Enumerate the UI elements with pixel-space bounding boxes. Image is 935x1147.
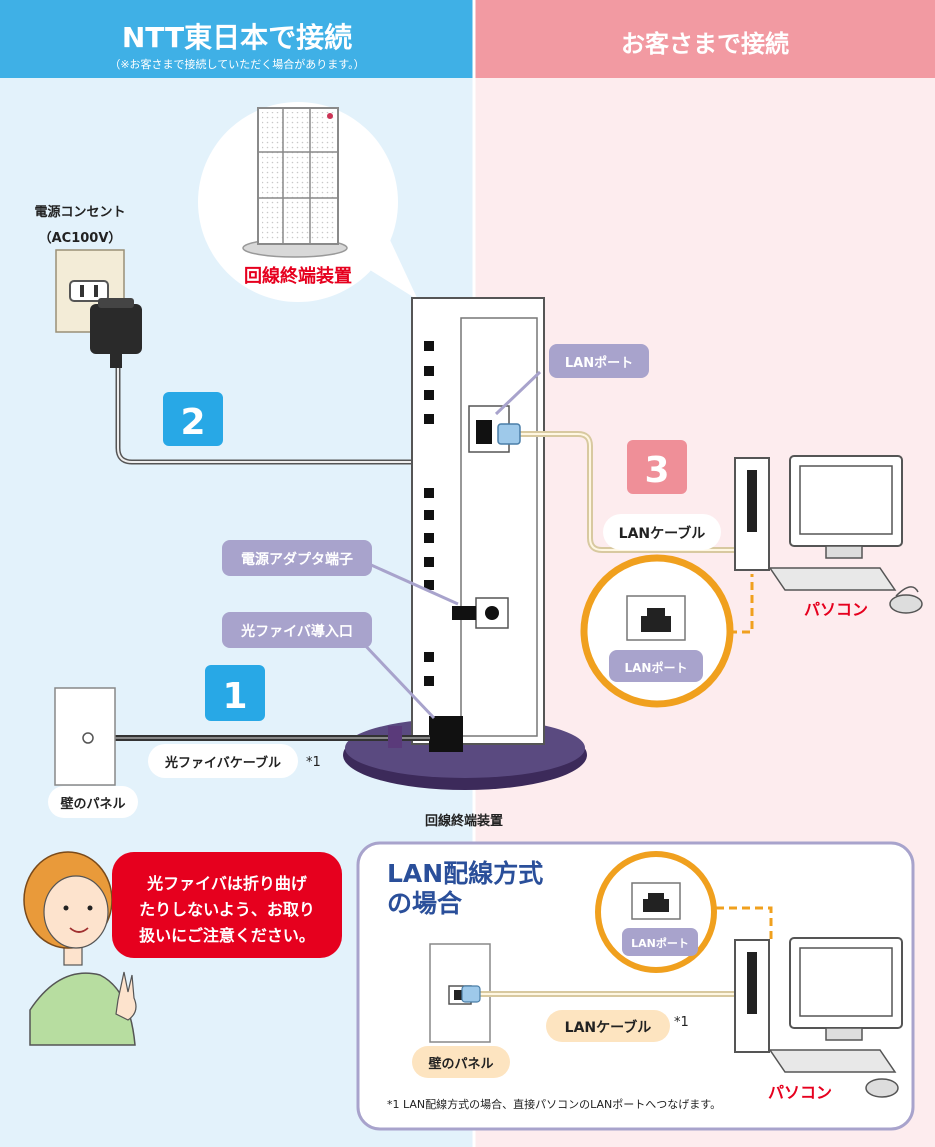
lan-box-cable-label: [546, 1010, 670, 1042]
left-header-bar: [0, 0, 473, 78]
ont-bubble-label: 回線終端装置: [244, 265, 352, 287]
svg-text:LANポート: LANポート: [565, 355, 633, 371]
power-terminal-label: [222, 540, 372, 576]
svg-text:光ファイバケーブル: 光ファイバケーブル: [164, 755, 281, 771]
fiber-cable-label: [148, 744, 298, 778]
lan-port-label: [549, 344, 649, 378]
ont-device-image: [242, 107, 348, 258]
lan-box-pc-illustration: [734, 937, 903, 1098]
outlet-voltage: （AC100V）: [39, 230, 122, 246]
right-header-title: お客さまで接続: [621, 30, 789, 58]
ont-under-label: 回線終端装置: [425, 813, 503, 829]
pc-label: パソコン: [804, 600, 868, 619]
left-header-title: NTT東日本で接続: [122, 21, 352, 54]
lan-box-wall-label: [412, 1046, 510, 1078]
right-header-bar: [475, 0, 935, 78]
svg-text:3: 3: [644, 450, 669, 491]
step-1-badge: 1: [205, 665, 265, 721]
pc-illustration: [734, 455, 923, 614]
svg-text:壁のパネル: 壁のパネル: [428, 1056, 493, 1072]
lan-box-title-2: の場合: [387, 889, 463, 918]
power-adapter: [90, 298, 142, 368]
lan-box-pc-label: パソコン: [768, 1083, 832, 1102]
fiber-inlet-label: [222, 612, 372, 648]
svg-text:電源アダプタ端子: 電源アダプタ端子: [241, 551, 353, 568]
power-outlet: [55, 249, 125, 333]
caution-line-2: たりしないよう、お取り: [139, 900, 315, 919]
svg-text:LANポート: LANポート: [631, 936, 689, 950]
lan-cable-label: [603, 514, 721, 550]
step-2-badge: 2: [163, 392, 223, 446]
ont-callout-bubble: 回線終端装置: [198, 102, 418, 302]
outlet-title: 電源コンセント: [34, 204, 125, 220]
wall-panel-label: [48, 786, 138, 818]
fiber-cable-note: *1: [306, 755, 321, 770]
caution-line-1: 光ファイバは折り曲げ: [146, 874, 308, 893]
svg-text:1: 1: [222, 676, 247, 717]
lan-box-port-label: [622, 928, 698, 956]
lan-box-cable-note: *1: [674, 1015, 689, 1030]
ont-device: [411, 297, 545, 752]
svg-text:LANケーブル: LANケーブル: [619, 525, 706, 542]
lan-box-title-1: LAN配線方式: [387, 859, 543, 888]
lan-wiring-box: LAN配線方式 の場合 LANポート LANケーブル *1: [356, 841, 915, 1131]
left-header-note: （※お客さまで接続していただく場合があります。）: [109, 57, 364, 71]
lan-box-footnote: *1 LAN配線方式の場合、直接パソコンのLANポートへつなげます。: [387, 1097, 721, 1111]
caution-speech-bubble: 光ファイバは折り曲げ たりしないよう、お取り 扱いにご注意ください。: [112, 852, 342, 958]
advisor-illustration: [23, 851, 137, 1046]
svg-text:LANケーブル: LANケーブル: [565, 1019, 652, 1036]
svg-text:壁のパネル: 壁のパネル: [60, 796, 125, 812]
lan-port-zoom: LANポート: [580, 554, 734, 708]
step-3-badge: 3: [627, 440, 687, 494]
svg-text:光ファイバ導入口: 光ファイバ導入口: [240, 623, 353, 640]
svg-text:2: 2: [180, 402, 205, 443]
caution-line-3: 扱いにご注意ください。: [139, 926, 315, 945]
svg-text:LANポート: LANポート: [625, 660, 688, 675]
